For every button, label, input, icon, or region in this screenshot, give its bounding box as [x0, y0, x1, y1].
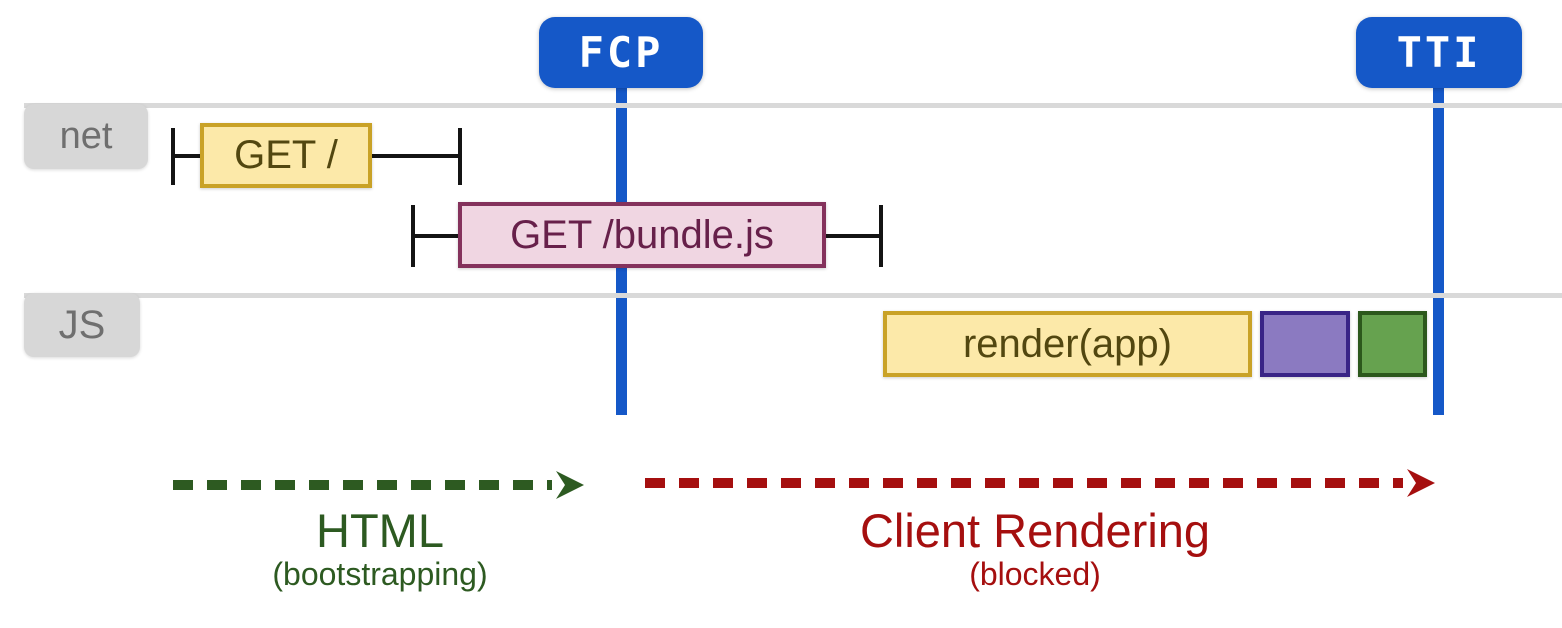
get-bundle-request-box: GET /bundle.js: [458, 202, 826, 268]
get-root-end-connector: [372, 154, 460, 158]
render-app-task-box: render(app): [883, 311, 1252, 377]
get-bundle-end-connector: [826, 234, 881, 238]
get-bundle-end-tick: [879, 205, 883, 267]
js-lane-label: JS: [24, 293, 140, 357]
net-lane-label-text: net: [59, 115, 113, 157]
js-lane-line: [24, 293, 1562, 298]
fcp-badge-text: FCP: [578, 28, 664, 77]
tti-badge-text: TTI: [1396, 28, 1482, 77]
html-phase-arrowhead-icon: [556, 471, 584, 499]
render-app-task-label: render(app): [962, 321, 1172, 366]
net-lane-label: net: [24, 104, 148, 169]
client-phase-arrowhead-icon: [1407, 469, 1435, 497]
client-rendering-phase-title: Client Rendering: [859, 504, 1211, 557]
get-root-request-label: GET /: [234, 133, 338, 177]
tti-badge: TTI: [1356, 17, 1522, 88]
get-root-start-connector: [171, 154, 202, 158]
tti-timeline-marker-line: [1433, 84, 1444, 415]
get-bundle-request-label: GET /bundle.js: [510, 212, 774, 257]
get-bundle-start-connector: [411, 234, 458, 238]
html-phase-title: HTML: [316, 504, 444, 557]
js-task-purple-box: [1260, 311, 1350, 377]
get-root-request-box: GET /: [200, 123, 372, 188]
client-rendering-phase-note: (blocked): [969, 556, 1101, 592]
fcp-badge: FCP: [539, 17, 703, 88]
js-lane-label-text: JS: [58, 302, 106, 347]
net-lane-line: [24, 103, 1562, 108]
js-task-green-box: [1358, 311, 1427, 377]
get-root-end-tick: [458, 128, 462, 185]
html-phase-note: (bootstrapping): [272, 556, 488, 592]
